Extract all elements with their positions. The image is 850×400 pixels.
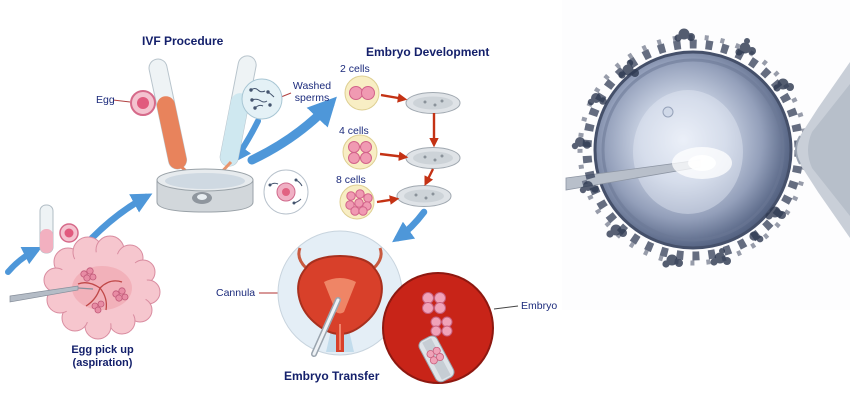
eight-cells-label: 8 cells <box>336 174 366 186</box>
polar-body <box>662 106 674 118</box>
embryo-stages <box>339 75 380 220</box>
egg-cell-icon <box>112 90 156 116</box>
embryo-closeup-view <box>382 272 519 384</box>
fertilization-view-icon <box>263 169 309 215</box>
embryo-transfer-title: Embryo Transfer <box>284 369 380 383</box>
egg-label: Egg <box>96 94 115 106</box>
aspiration-needle-icon <box>9 285 94 303</box>
four-cells-label: 4 cells <box>339 125 369 137</box>
embryo-label: Embryo <box>521 300 558 312</box>
holding-pipette-icon <box>795 62 850 238</box>
ovary-illustration <box>9 235 161 340</box>
culture-dishes <box>396 92 461 207</box>
fertilization-dish <box>156 168 254 213</box>
cannula-icon <box>311 297 341 357</box>
culture-tubes <box>148 55 257 187</box>
washed-sperms-icon <box>241 78 292 120</box>
cannula-label: Cannula <box>216 287 256 299</box>
washed-sperms-label: Washed sperms <box>292 80 332 105</box>
embryo-development-title: Embryo Development <box>366 45 490 59</box>
injection-needle-icon <box>565 147 732 191</box>
ivf-procedure-title: IVF Procedure <box>142 34 224 48</box>
egg-pickup-subtitle: (aspiration) <box>72 356 133 369</box>
uterus-transfer-view <box>259 230 403 357</box>
two-cells-label: 2 cells <box>340 63 370 75</box>
collection-tube-icon <box>39 204 79 254</box>
icsi-photo <box>562 0 850 310</box>
egg-pickup-title: Egg pick up <box>71 344 134 356</box>
egg-pickup-title-block: Egg pick up (aspiration) <box>45 344 160 369</box>
transfer-cannula-icon <box>418 335 455 383</box>
stage-arrows-red <box>376 93 439 205</box>
